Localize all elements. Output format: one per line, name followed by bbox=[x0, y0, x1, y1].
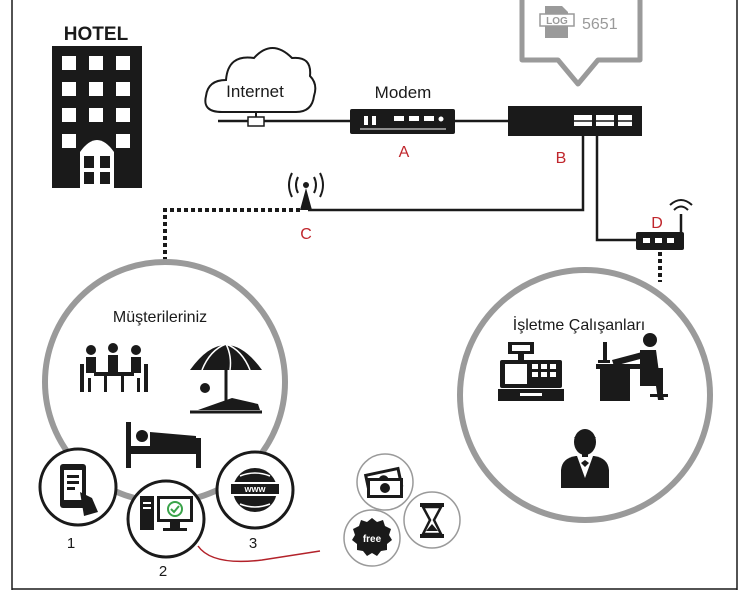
internet-cloud-icon: Internet bbox=[204, 47, 317, 118]
diagram-frame bbox=[11, 0, 738, 590]
butler-icon bbox=[561, 429, 609, 488]
web-globe-icon: www bbox=[229, 468, 281, 512]
hourglass-icon bbox=[403, 491, 461, 549]
log-badge-value: 5651 bbox=[582, 16, 618, 33]
access-point-letter: C bbox=[300, 226, 312, 243]
mobile-phone-icon bbox=[60, 464, 98, 516]
access-computer-group: 2 bbox=[126, 479, 206, 580]
modem-device-icon: Modem A bbox=[350, 83, 455, 161]
modem-label: Modem bbox=[375, 83, 432, 102]
access-web-group: www 3 bbox=[215, 450, 295, 552]
red-swoosh bbox=[197, 545, 321, 563]
log-file-icon: LOG bbox=[539, 6, 575, 38]
bed-icon bbox=[126, 422, 201, 468]
cable-to-access-point bbox=[308, 136, 585, 212]
logger-device-icon: B bbox=[508, 106, 642, 167]
free-badge-icon: free bbox=[343, 509, 401, 567]
hotel-sign: HOTEL bbox=[64, 24, 129, 45]
extras-cluster: free bbox=[343, 453, 461, 567]
modem-letter: A bbox=[399, 144, 410, 161]
hotel-building-icon: HOTEL bbox=[52, 24, 142, 188]
customers-title: Müşterileriniz bbox=[113, 309, 207, 326]
staff-title: İşletme Çalışanları bbox=[513, 315, 646, 334]
desktop-computer-icon bbox=[140, 496, 193, 531]
staff-circle bbox=[457, 267, 713, 523]
cable-to-router bbox=[595, 136, 636, 242]
staff-group: İşletme Çalışanları bbox=[457, 267, 713, 523]
meeting-people-icon bbox=[80, 343, 148, 392]
access-number-1: 1 bbox=[67, 535, 75, 552]
beach-umbrella-icon bbox=[190, 343, 262, 414]
access-point-icon: C bbox=[288, 172, 324, 243]
web-icon-text: www bbox=[243, 484, 266, 494]
router-letter: D bbox=[651, 215, 663, 232]
money-cash-icon bbox=[356, 453, 414, 511]
access-number-3: 3 bbox=[249, 535, 257, 552]
log-callout: LOG 5651 bbox=[519, 0, 643, 87]
customers-group: Müşterileriniz bbox=[38, 259, 295, 580]
logger-letter: B bbox=[556, 150, 567, 167]
free-label: free bbox=[363, 534, 382, 545]
access-number-2: 2 bbox=[159, 563, 167, 580]
log-badge-tag: LOG bbox=[546, 16, 568, 27]
router-device-icon: D bbox=[636, 199, 693, 250]
wireless-link-customers bbox=[163, 208, 300, 265]
office-worker-icon bbox=[596, 333, 668, 401]
cash-register-icon bbox=[498, 342, 564, 401]
internet-label: Internet bbox=[226, 82, 284, 101]
access-mobile-group: 1 bbox=[38, 447, 118, 552]
